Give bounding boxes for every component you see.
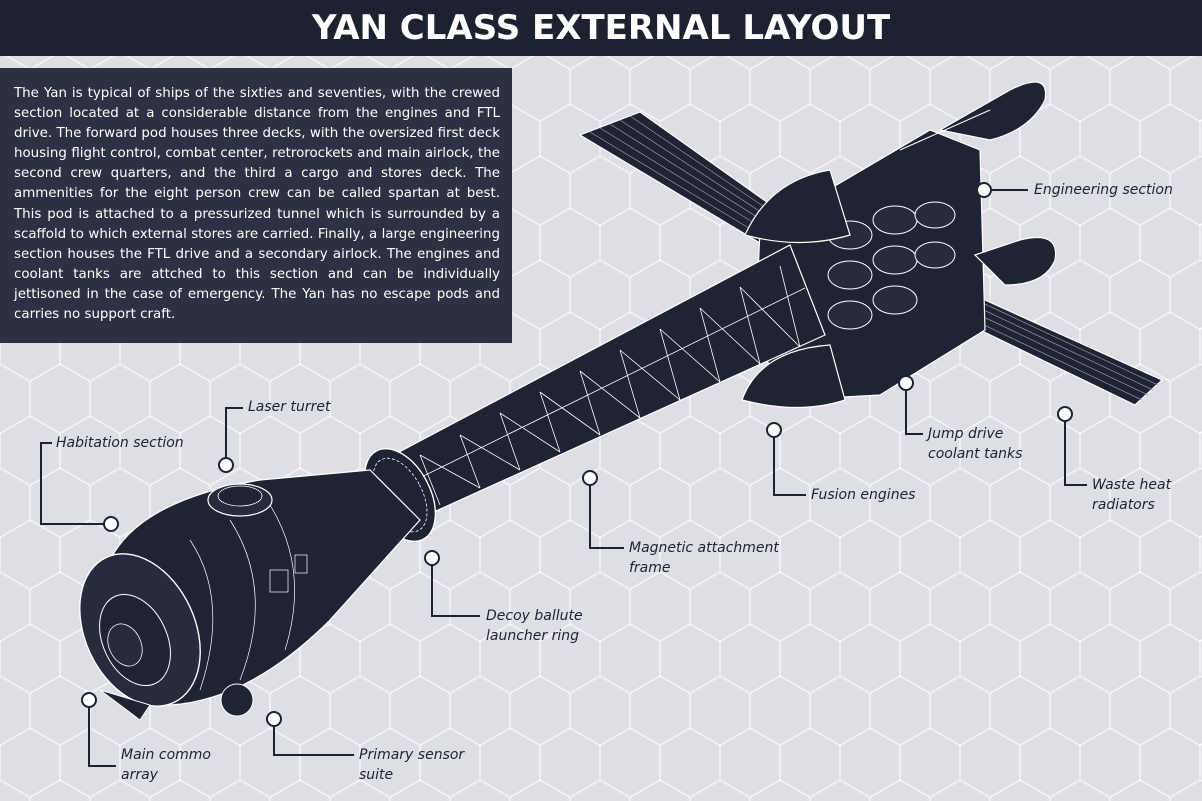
callout-line-habitation	[40, 442, 119, 532]
callout-line-fusion-engines	[766, 422, 806, 496]
callout-line-magnetic-frame	[582, 470, 624, 549]
primary-sensor-label-line1: Primary sensor	[359, 747, 465, 763]
jump-drive-tanks-label: Jump drive coolant tanks	[928, 424, 1022, 464]
callout-line-commo	[81, 692, 116, 767]
laser-turret-label-text: Laser turret	[248, 399, 331, 415]
callout-line-jump-drive	[898, 375, 923, 435]
fusion-engines-label-text: Fusion engines	[811, 487, 916, 503]
decoy-ring-label: Decoy ballute launcher ring	[486, 606, 583, 646]
jump-drive-tanks-label-line2: coolant tanks	[928, 446, 1023, 462]
habitation-pod	[79, 469, 421, 721]
habitation-section-label-text: Habitation section	[56, 435, 184, 451]
description-text: The Yan is typical of ships of the sixti…	[14, 86, 500, 323]
magnetic-frame-label: Magnetic attachment frame	[629, 538, 779, 578]
page-title: YAN CLASS EXTERNAL LAYOUT	[311, 8, 891, 48]
waste-heat-radiators-label: Waste heat radiators	[1092, 475, 1171, 515]
callout-line-decoy-ring	[424, 550, 480, 617]
fusion-engine-lower	[741, 236, 1057, 409]
callout-line-sensor	[266, 711, 354, 756]
laser-turret-label: Laser turret	[248, 397, 330, 417]
callout-line-engineering	[976, 182, 1028, 198]
decoy-ring-label-line1: Decoy ballute	[486, 608, 583, 624]
description-panel: The Yan is typical of ships of the sixti…	[0, 68, 512, 343]
decoy-ring-label-line2: launcher ring	[486, 628, 580, 644]
jump-drive-tanks-label-line1: Jump drive	[928, 426, 1004, 442]
primary-sensor-label: Primary sensor suite	[359, 745, 464, 785]
primary-sensor-label-line2: suite	[359, 767, 394, 783]
fusion-engine-upper	[744, 81, 1047, 244]
callout-line-radiators	[1057, 406, 1087, 486]
main-commo-label-line2: array	[121, 767, 158, 783]
waste-heat-radiators-label-line1: Waste heat	[1092, 477, 1172, 493]
callout-line-laser-turret	[218, 407, 243, 473]
magnetic-frame-label-line2: frame	[629, 560, 671, 576]
habitation-section-label: Habitation section	[56, 433, 184, 453]
title-bar: YAN CLASS EXTERNAL LAYOUT	[0, 0, 1202, 56]
magnetic-frame-label-line1: Magnetic attachment	[629, 540, 779, 556]
main-commo-label: Main commo array	[121, 745, 211, 785]
engineering-section-label: Engineering section	[1034, 180, 1173, 200]
waste-heat-radiators-label-line2: radiators	[1092, 497, 1155, 513]
engineering-section-label-text: Engineering section	[1034, 182, 1173, 198]
fusion-engines-label: Fusion engines	[811, 485, 915, 505]
main-commo-label-line1: Main commo	[121, 747, 211, 763]
